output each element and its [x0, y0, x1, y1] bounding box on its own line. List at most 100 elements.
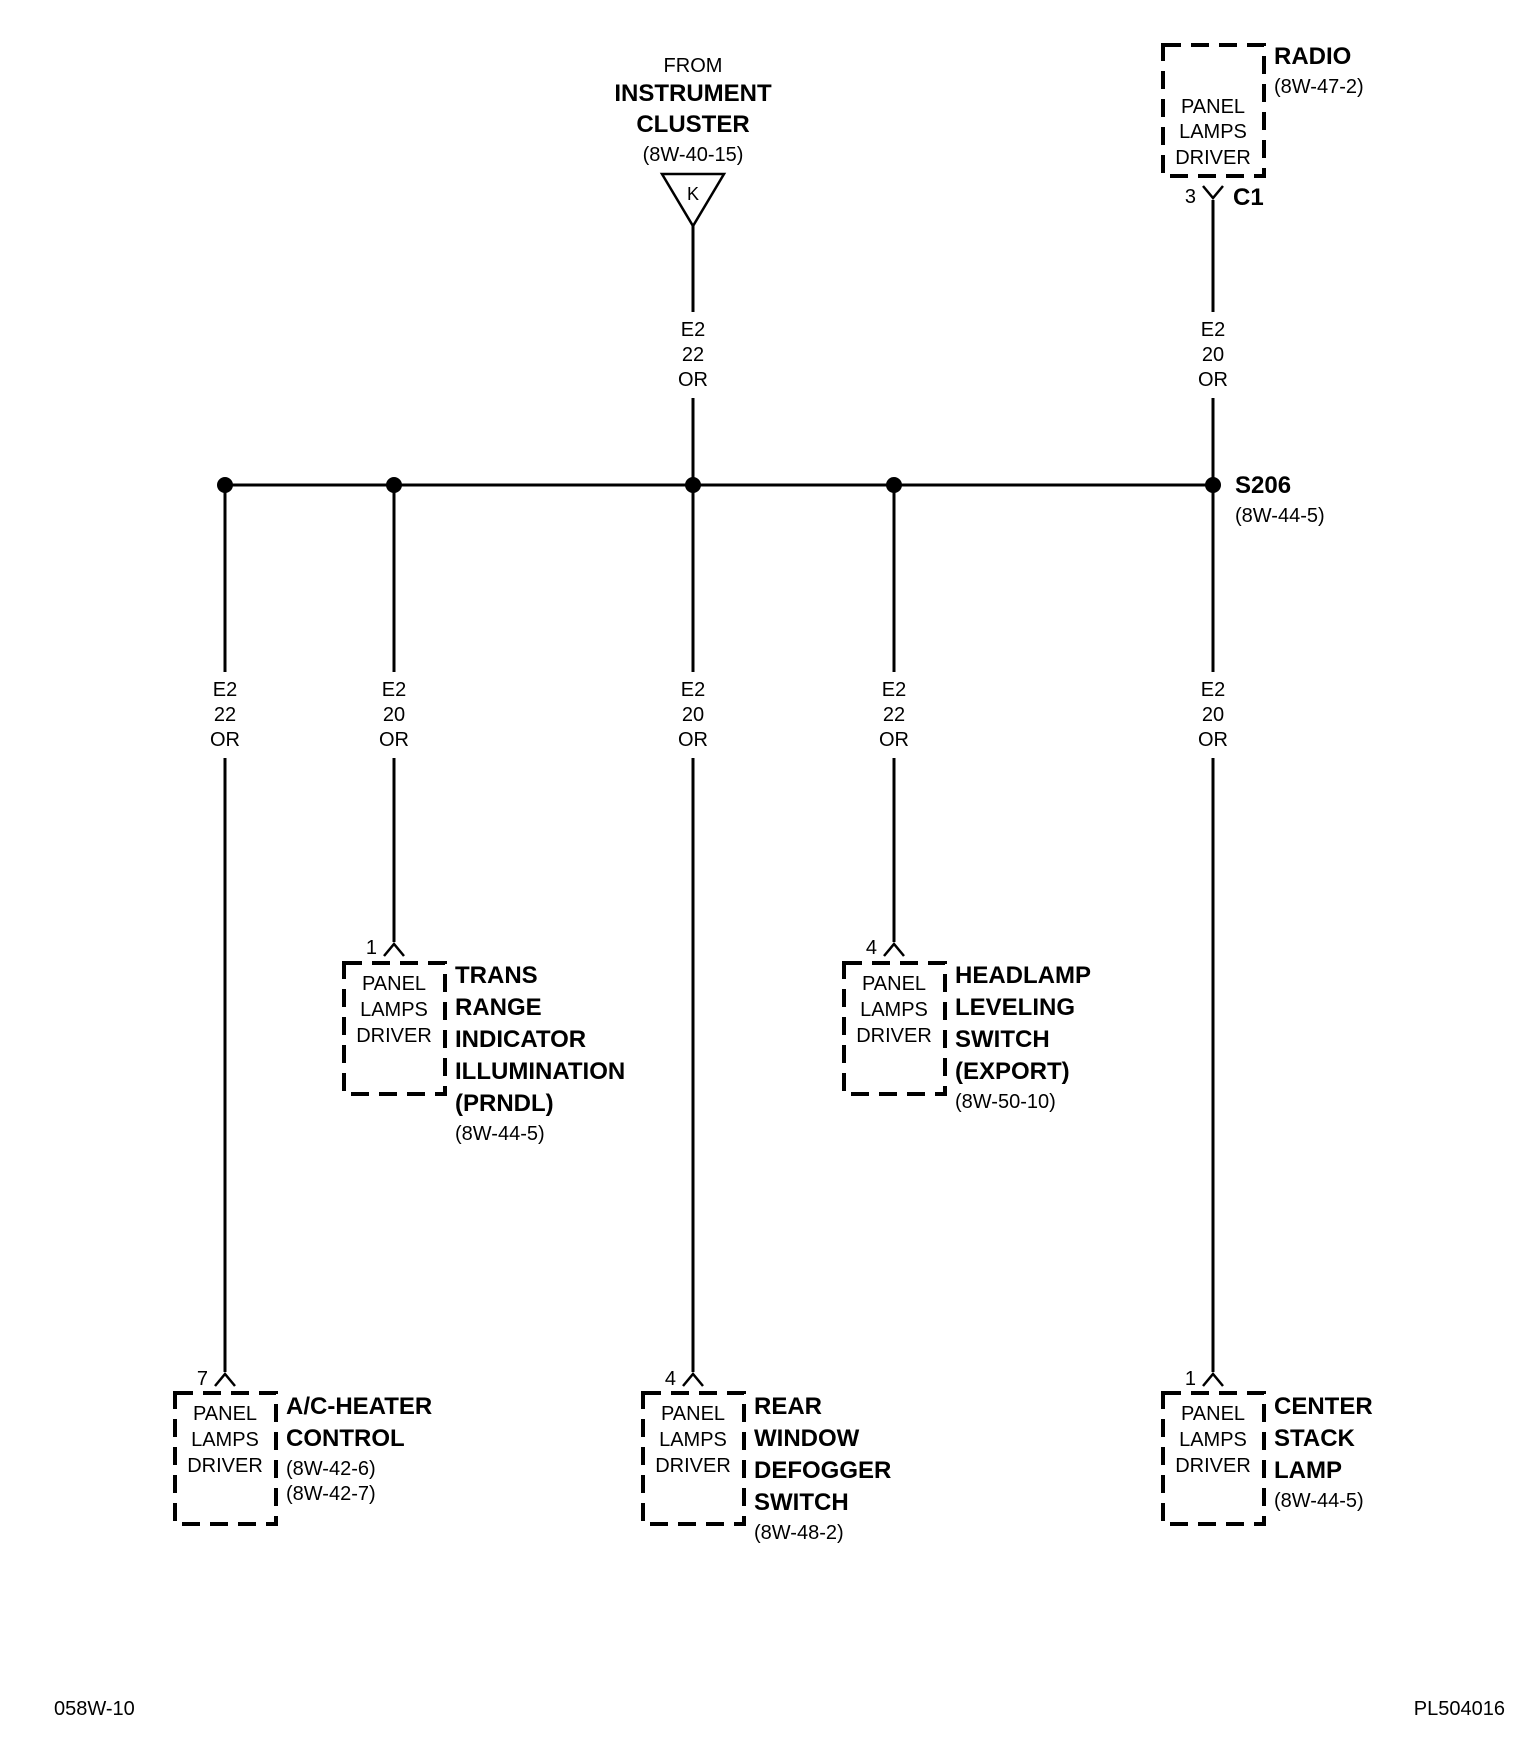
source-ref: (8W-40-15) — [643, 144, 744, 166]
center-stack-name-line: STACK — [1274, 1425, 1356, 1452]
splice-ref: (8W-44-5) — [1235, 505, 1325, 527]
trans-range-box-line-2: LAMPS — [360, 999, 428, 1021]
footer-figure-id: PL504016 — [1414, 1698, 1505, 1720]
wire-color: OR — [879, 729, 909, 751]
radio-connector: C1 — [1233, 184, 1264, 211]
junctions — [217, 477, 1221, 493]
center-stack-box — [1161, 1391, 1266, 1526]
ac-heater-name-line: CONTROL — [286, 1425, 405, 1452]
trans-range-name-line: ILLUMINATION — [455, 1058, 625, 1085]
radio-pin: 3 — [1185, 186, 1196, 208]
source-connector-triangle — [659, 172, 727, 229]
radio-name: RADIO — [1274, 43, 1351, 70]
center-stack-box-line-2: LAMPS — [1179, 1429, 1247, 1451]
junction-dot — [386, 477, 402, 493]
center-stack-pin: 1 — [1185, 1368, 1196, 1390]
trans-range-component: 1 PANEL LAMPS DRIVER TRANS RANGE INDICAT… — [342, 937, 625, 1145]
headlamp-name-line: LEVELING — [955, 994, 1075, 1021]
ac-heater-ref: (8W-42-7) — [286, 1483, 376, 1505]
ac-heater-component: 7 PANEL LAMPS DRIVER A/C-HEATER CONTROL … — [173, 1368, 432, 1526]
center-stack-box-line-3: DRIVER — [1175, 1455, 1251, 1477]
trans-range-name-line: TRANS — [455, 962, 538, 989]
wire-gauge: 20 — [682, 704, 704, 726]
wire-circuit: E2 — [882, 679, 906, 701]
center-stack-name-line: CENTER — [1274, 1393, 1373, 1420]
wires — [223, 200, 1215, 1372]
source-wire-label: E2 22 OR — [678, 319, 708, 391]
headlamp-box-line-2: LAMPS — [860, 999, 928, 1021]
wire-gauge: 20 — [1202, 704, 1224, 726]
center-stack-wire-label: E2 20 OR — [1198, 679, 1228, 751]
headlamp-name-line: HEADLAMP — [955, 962, 1091, 989]
wire-color: OR — [1198, 729, 1228, 751]
center-stack-box-line-1: PANEL — [1181, 1403, 1245, 1425]
wire-gauge: 22 — [682, 344, 704, 366]
trans-range-box-line-1: PANEL — [362, 973, 426, 995]
wire-color: OR — [678, 729, 708, 751]
headlamp-pin: 4 — [866, 937, 877, 959]
source-from-label: FROM — [664, 55, 723, 77]
headlamp-name-line: SWITCH — [955, 1026, 1050, 1053]
radio-wire-label: E2 20 OR — [1198, 319, 1228, 391]
rear-window-box-line-1: PANEL — [661, 1403, 725, 1425]
wire-circuit: E2 — [681, 319, 705, 341]
trans-range-box — [342, 961, 447, 1096]
wire-color: OR — [678, 369, 708, 391]
wire-gauge: 22 — [883, 704, 905, 726]
wire-color: OR — [210, 729, 240, 751]
source-instrument-cluster: FROM INSTRUMENT CLUSTER (8W-40-15) K — [614, 55, 772, 229]
junction-dot — [217, 477, 233, 493]
radio-ref: (8W-47-2) — [1274, 76, 1364, 98]
wire-gauge: 22 — [214, 704, 236, 726]
radio-box — [1161, 43, 1266, 178]
ac-heater-connector-symbol — [214, 1372, 236, 1387]
trans-range-wire-label: E2 20 OR — [379, 679, 409, 751]
splice-dot — [1205, 477, 1221, 493]
rear-window-wire-label: E2 20 OR — [678, 679, 708, 751]
ac-heater-box — [173, 1391, 278, 1526]
center-stack-component: 1 PANEL LAMPS DRIVER CENTER STACK LAMP (… — [1161, 1368, 1373, 1526]
ac-heater-box-line-2: LAMPS — [191, 1429, 259, 1451]
rear-window-component: 4 PANEL LAMPS DRIVER REAR WINDOW DEFOGGE… — [641, 1368, 891, 1544]
wire-labels: E2 22 OR E2 20 OR E2 22 OR E2 20 OR E2 2… — [210, 319, 1228, 751]
rear-window-name-line: REAR — [754, 1393, 822, 1420]
trans-range-name-line: INDICATOR — [455, 1026, 586, 1053]
rear-window-box — [641, 1391, 746, 1526]
rear-window-name-line: WINDOW — [754, 1425, 860, 1452]
ac-heater-name-line: A/C-HEATER — [286, 1393, 432, 1420]
headlamp-name-line: (EXPORT) — [955, 1058, 1070, 1085]
wire-color: OR — [379, 729, 409, 751]
headlamp-box — [842, 961, 947, 1096]
center-stack-ref: (8W-44-5) — [1274, 1490, 1364, 1512]
wire-color: OR — [1198, 369, 1228, 391]
wire-circuit: E2 — [213, 679, 237, 701]
rear-window-box-line-2: LAMPS — [659, 1429, 727, 1451]
headlamp-box-line-1: PANEL — [862, 973, 926, 995]
radio-box-line-2: LAMPS — [1179, 121, 1247, 143]
wire-circuit: E2 — [382, 679, 406, 701]
headlamp-ref: (8W-50-10) — [955, 1091, 1056, 1113]
wire-gauge: 20 — [1202, 344, 1224, 366]
center-stack-name-line: LAMP — [1274, 1457, 1342, 1484]
trans-range-name-line: RANGE — [455, 994, 542, 1021]
rear-window-box-line-3: DRIVER — [655, 1455, 731, 1477]
ac-heater-wire-label: E2 22 OR — [210, 679, 240, 751]
wire-circuit: E2 — [681, 679, 705, 701]
ac-heater-box-line-3: DRIVER — [187, 1455, 263, 1477]
rear-window-name-line: DEFOGGER — [754, 1457, 891, 1484]
wire-circuit: E2 — [1201, 679, 1225, 701]
headlamp-connector-symbol — [883, 942, 905, 957]
headlamp-component: 4 PANEL LAMPS DRIVER HEADLAMP LEVELING S… — [842, 937, 1091, 1113]
junction-dot — [886, 477, 902, 493]
headlamp-wire-label: E2 22 OR — [879, 679, 909, 751]
wire-circuit: E2 — [1201, 319, 1225, 341]
source-name-line-1: INSTRUMENT — [614, 80, 772, 107]
rear-window-connector-symbol — [682, 1372, 704, 1387]
trans-range-box-line-3: DRIVER — [356, 1025, 432, 1047]
rear-window-pin: 4 — [665, 1368, 676, 1390]
radio-box-line-1: PANEL — [1181, 96, 1245, 118]
trans-range-pin: 1 — [366, 937, 377, 959]
rear-window-ref: (8W-48-2) — [754, 1522, 844, 1544]
splice-name: S206 — [1235, 472, 1291, 499]
